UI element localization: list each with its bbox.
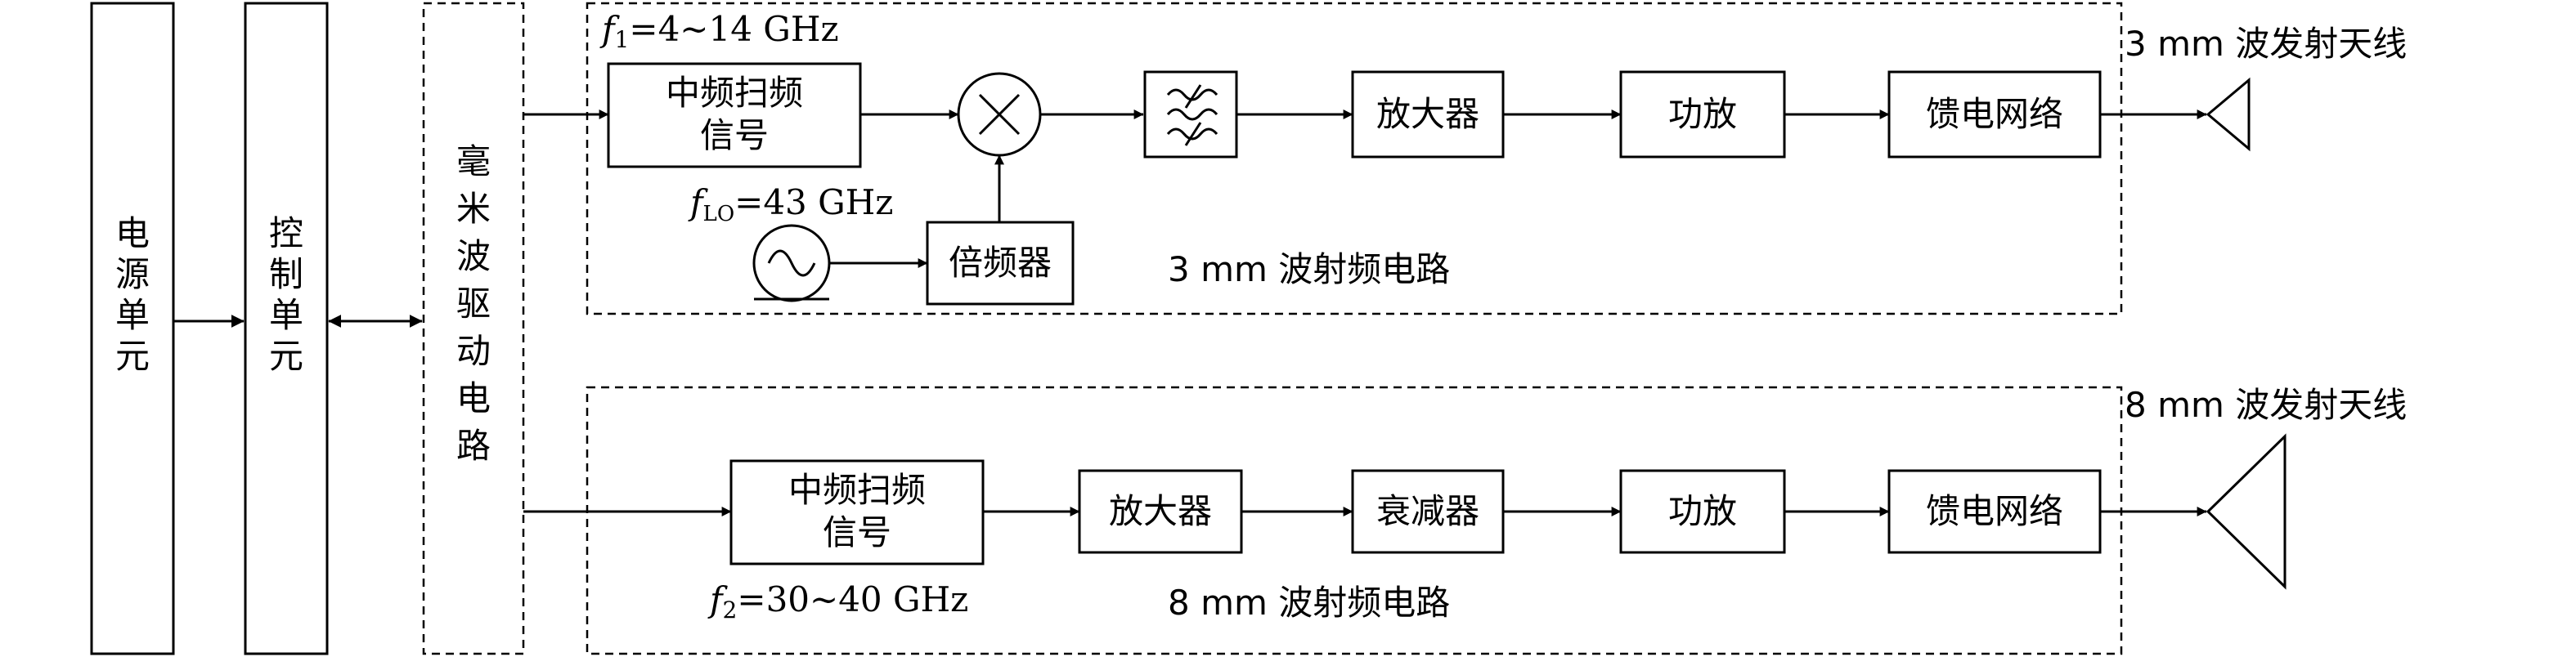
power-unit-char: 元 xyxy=(115,336,150,376)
control-unit: 控 制 单 元 xyxy=(244,2,329,655)
mmwave-driver-char: 波 xyxy=(456,236,491,276)
if-frequency-label-f2: f2=30~40 GHz xyxy=(707,579,968,623)
power-amp-3mm: 功放 xyxy=(1619,70,1786,159)
power-amp-3mm-label: 功放 xyxy=(1668,94,1737,134)
8mm-antenna-label: 8 mm 波发射天线 xyxy=(2125,385,2407,425)
power-amp-8mm-box xyxy=(1619,469,1786,554)
if-sweep-signal-line2: 信号 xyxy=(823,512,891,552)
3mm-antenna-label: 3 mm 波发射天线 xyxy=(2125,24,2407,64)
attenuator-label: 衰减器 xyxy=(1376,491,1479,531)
if-sweep-signal-line2: 信号 xyxy=(700,115,769,155)
if-sweep-signal-3mm-box xyxy=(607,62,862,168)
8mm-rf-circuit-boundary xyxy=(586,386,2123,655)
mixer-icon xyxy=(957,72,1042,157)
power-amp-8mm-label: 功放 xyxy=(1668,491,1737,531)
power-amp-8mm: 功放 xyxy=(1619,469,1786,554)
frequency-multiplier-label: 倍频器 xyxy=(949,243,1052,283)
bandpass-filter-box xyxy=(1143,70,1238,159)
frequency-multiplier-box xyxy=(926,221,1075,306)
amplifier-3mm: 放大器 xyxy=(1351,70,1505,159)
mmwave-driver-char: 驱 xyxy=(456,284,491,324)
feed-network-8mm: 馈电网络 xyxy=(1887,469,2102,554)
3mm-rf-circuit-boundary xyxy=(586,2,2123,315)
power-unit-char: 源 xyxy=(115,254,150,294)
power-unit-box xyxy=(90,2,175,655)
3mm-rf-circuit-label: 3 mm 波射频电路 xyxy=(1168,249,1450,289)
mmwave-driver: 毫 米 波 驱 动 电 路 xyxy=(422,2,525,655)
if-sweep-signal-line1: 中频扫频 xyxy=(666,73,803,113)
amplifier-8mm: 放大器 xyxy=(1078,469,1243,554)
control-unit-char: 制 xyxy=(269,254,303,294)
mmwave-driver-char: 路 xyxy=(456,426,491,466)
frequency-multiplier: 倍频器 xyxy=(926,221,1075,306)
if-sweep-signal-3mm: 中频扫频 信号 xyxy=(607,62,862,168)
attenuator: 衰减器 xyxy=(1351,469,1505,554)
if-sweep-signal-line1: 中频扫频 xyxy=(788,470,926,510)
amplifier-3mm-label: 放大器 xyxy=(1376,94,1479,134)
feed-network-3mm: 馈电网络 xyxy=(1887,70,2102,159)
control-unit-char: 控 xyxy=(269,213,303,253)
feed-network-8mm-label: 馈电网络 xyxy=(1926,491,2063,531)
power-unit-char: 电 xyxy=(115,213,150,253)
mmwave-driver-char: 电 xyxy=(456,378,491,418)
bandpass-filter-icon xyxy=(1166,84,1218,146)
if-sweep-signal-8mm-box xyxy=(729,459,985,565)
amplifier-8mm-box xyxy=(1078,469,1243,554)
if-sweep-signal-8mm: 中频扫频 信号 xyxy=(729,459,985,565)
8mm-antenna-icon xyxy=(2206,433,2287,590)
power-unit: 电 源 单 元 xyxy=(90,2,175,655)
8mm-rf-circuit-label: 8 mm 波射频电路 xyxy=(1168,583,1450,623)
amplifier-8mm-label: 放大器 xyxy=(1109,491,1212,531)
feed-network-8mm-box xyxy=(1887,469,2102,554)
if-frequency-label-f1: f1=4~14 GHz xyxy=(599,9,839,53)
local-oscillator-icon xyxy=(752,224,831,302)
control-unit-char: 元 xyxy=(269,336,303,376)
mmwave-driver-char: 毫 xyxy=(456,141,491,181)
feed-network-3mm-label: 馈电网络 xyxy=(1926,94,2063,134)
mmwave-driver-char: 米 xyxy=(456,189,491,229)
3mm-antenna-icon xyxy=(2206,77,2251,152)
control-unit-box xyxy=(244,2,329,655)
power-unit-char: 单 xyxy=(115,295,150,335)
feed-network-3mm-box xyxy=(1887,70,2102,159)
lo-frequency-label: fLO=43 GHz xyxy=(688,182,893,226)
mmwave-driver-char: 动 xyxy=(456,331,491,371)
bandpass-filter xyxy=(1143,70,1238,159)
mmwave-driver-box xyxy=(422,2,525,655)
attenuator-box xyxy=(1351,469,1505,554)
control-unit-char: 单 xyxy=(269,295,303,335)
